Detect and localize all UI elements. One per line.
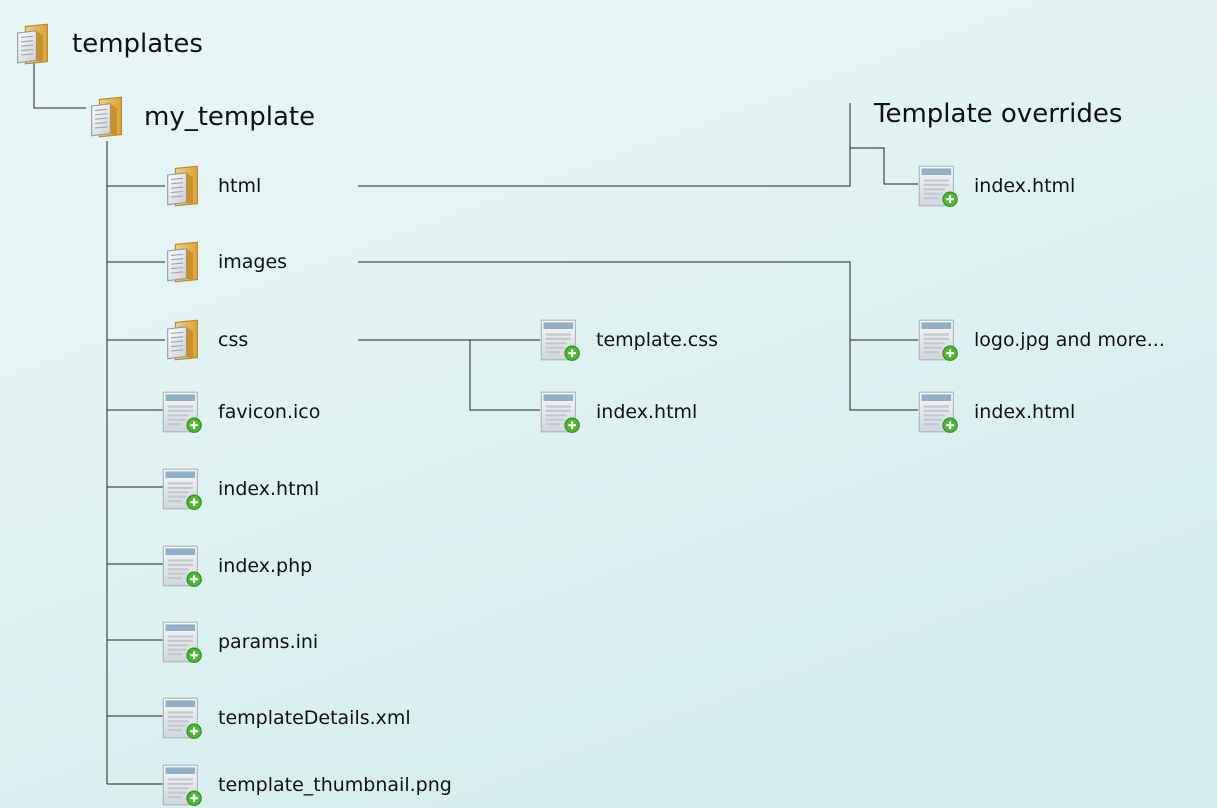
file-images-index-html[interactable]: index.html xyxy=(916,390,1075,434)
file-icon xyxy=(160,544,204,588)
folder-html-label: html xyxy=(218,175,262,197)
folder-css[interactable]: css xyxy=(160,318,248,362)
folder-icon xyxy=(160,164,204,208)
file-icon xyxy=(160,620,204,664)
folder-images-label: images xyxy=(218,251,288,273)
file-template-css[interactable]: template.css xyxy=(538,318,718,362)
file-icon xyxy=(160,696,204,740)
file-favicon[interactable]: favicon.ico xyxy=(160,390,320,434)
template-overrides-heading: Template overrides xyxy=(874,99,1123,129)
file-index-php-label: index.php xyxy=(218,555,313,577)
file-icon xyxy=(538,390,582,434)
file-template-details-label: templateDetails.xml xyxy=(218,707,411,729)
file-icon xyxy=(916,318,960,362)
file-favicon-label: favicon.ico xyxy=(218,401,321,423)
file-template-details[interactable]: templateDetails.xml xyxy=(160,696,411,740)
file-css-index-html[interactable]: index.html xyxy=(538,390,697,434)
file-icon xyxy=(160,763,204,807)
file-params-ini[interactable]: params.ini xyxy=(160,620,318,664)
file-logo-jpg-label: logo.jpg and more... xyxy=(974,329,1165,351)
file-icon xyxy=(916,164,960,208)
file-index-html[interactable]: index.html xyxy=(160,467,319,511)
file-icon xyxy=(538,318,582,362)
file-icon xyxy=(160,467,204,511)
file-images-index-html-label: index.html xyxy=(974,401,1076,423)
file-template-thumbnail-label: template_thumbnail.png xyxy=(218,774,452,796)
file-html-index-html[interactable]: index.html xyxy=(916,164,1075,208)
file-html-index-html-label: index.html xyxy=(974,175,1076,197)
file-icon xyxy=(916,390,960,434)
file-css-index-html-label: index.html xyxy=(596,401,698,423)
file-logo-jpg[interactable]: logo.jpg and more... xyxy=(916,318,1165,362)
file-template-thumbnail[interactable]: template_thumbnail.png xyxy=(160,763,452,807)
folder-images[interactable]: images xyxy=(160,240,287,284)
file-index-html-label: index.html xyxy=(218,478,320,500)
folder-css-label: css xyxy=(218,329,249,351)
root-folder[interactable]: templates xyxy=(10,22,203,66)
folder-icon xyxy=(160,240,204,284)
file-icon xyxy=(160,390,204,434)
file-index-php[interactable]: index.php xyxy=(160,544,312,588)
file-params-ini-label: params.ini xyxy=(218,631,319,653)
folder-icon xyxy=(10,22,54,66)
root-folder-label: templates xyxy=(72,29,203,59)
template-folder-label: my_template xyxy=(144,102,316,132)
folder-html[interactable]: html xyxy=(160,164,261,208)
template-folder[interactable]: my_template xyxy=(84,95,315,139)
folder-icon xyxy=(160,318,204,362)
file-template-css-label: template.css xyxy=(596,329,719,351)
folder-icon xyxy=(84,95,128,139)
